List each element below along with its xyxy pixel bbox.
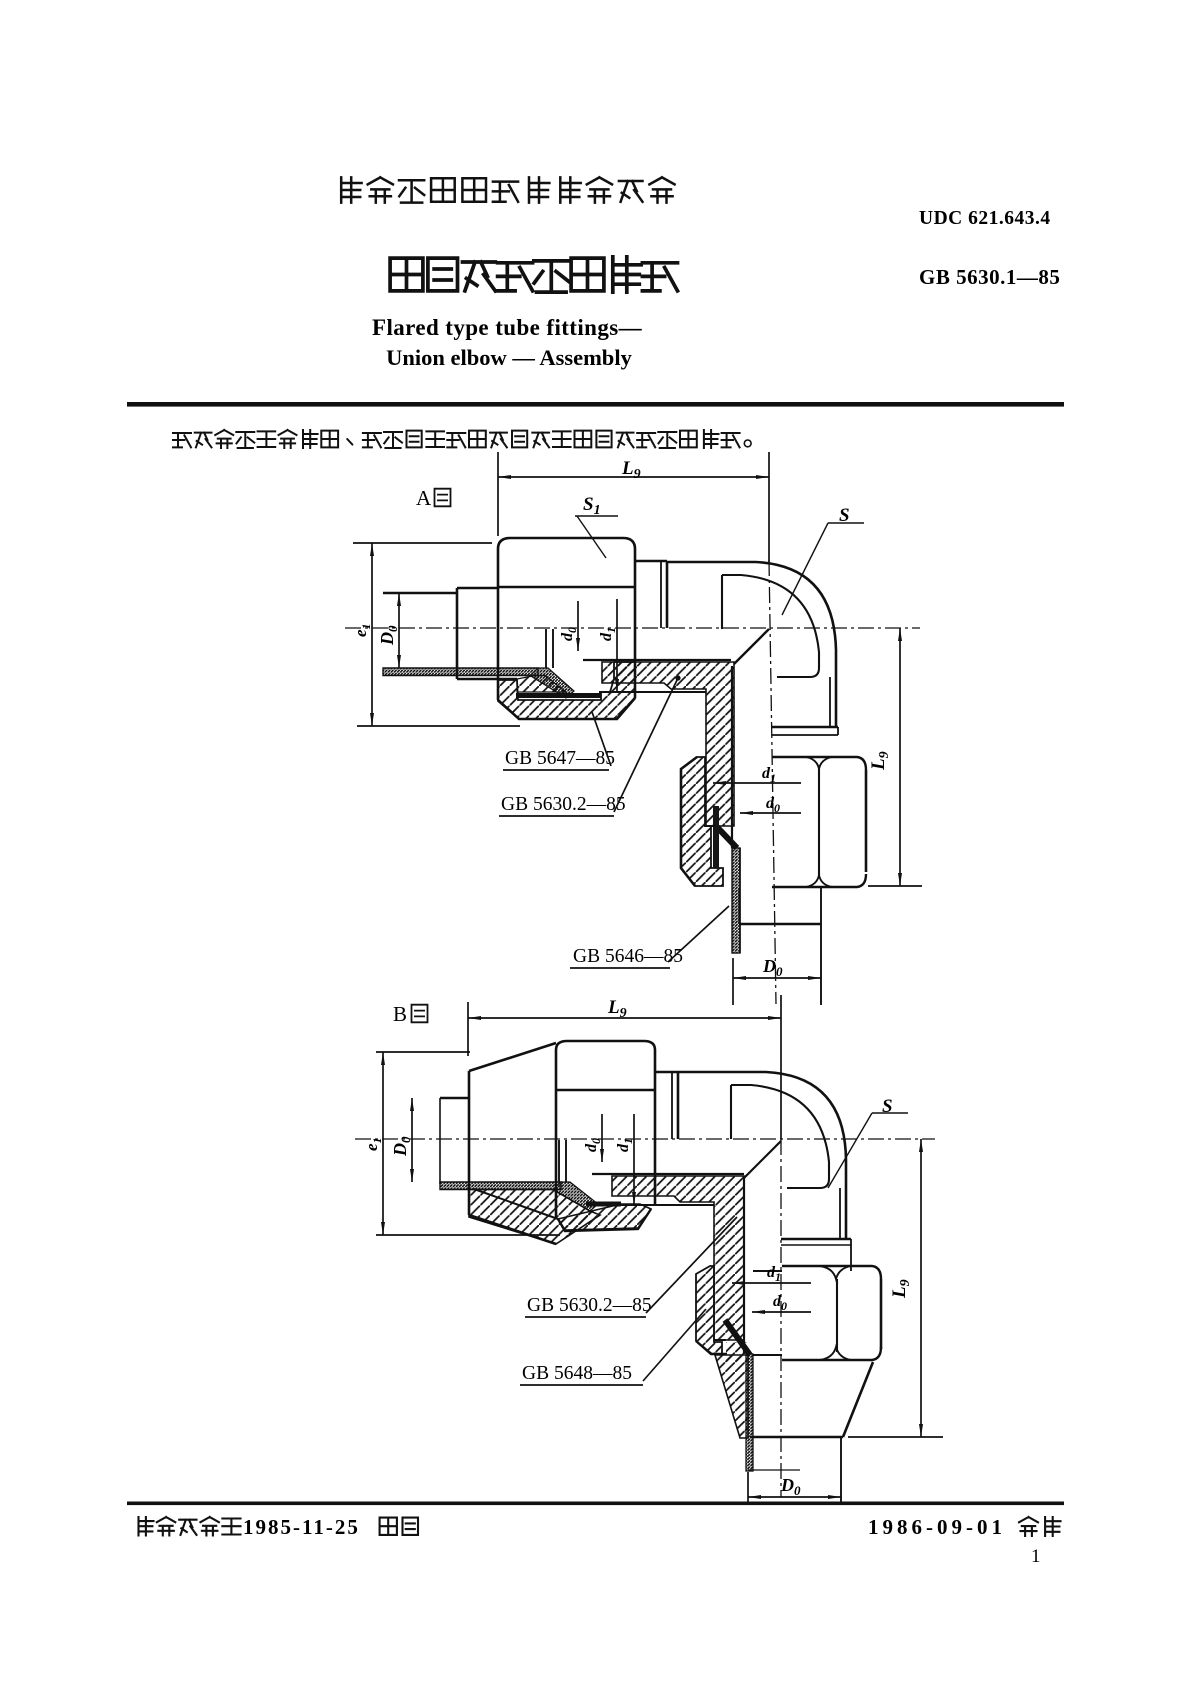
svg-text:1: 1 <box>1031 1546 1041 1567</box>
svg-text:GB 5630.1—85: GB 5630.1—85 <box>919 265 1060 289</box>
svg-text:Flared type tube fittings—: Flared type tube fittings— <box>372 315 643 340</box>
svg-text:GB 5647—85: GB 5647—85 <box>505 748 615 769</box>
svg-text:1985-11-25: 1985-11-25 <box>243 1515 360 1539</box>
svg-text:S: S <box>882 1096 893 1117</box>
svg-text:S: S <box>839 505 850 526</box>
svg-text:B: B <box>393 1002 407 1026</box>
svg-text:1986-09-01: 1986-09-01 <box>868 1515 1006 1539</box>
svg-text:GB 5646—85: GB 5646—85 <box>573 946 683 967</box>
svg-text:Union elbow — Assembly: Union elbow — Assembly <box>386 345 632 370</box>
svg-text:GB 5648—85: GB 5648—85 <box>522 1363 632 1384</box>
svg-text:UDC 621.643.4: UDC 621.643.4 <box>919 208 1051 229</box>
svg-text:GB 5630.2—85: GB 5630.2—85 <box>527 1295 652 1316</box>
svg-text:GB 5630.2—85: GB 5630.2—85 <box>501 794 626 815</box>
svg-text:A: A <box>416 486 432 510</box>
